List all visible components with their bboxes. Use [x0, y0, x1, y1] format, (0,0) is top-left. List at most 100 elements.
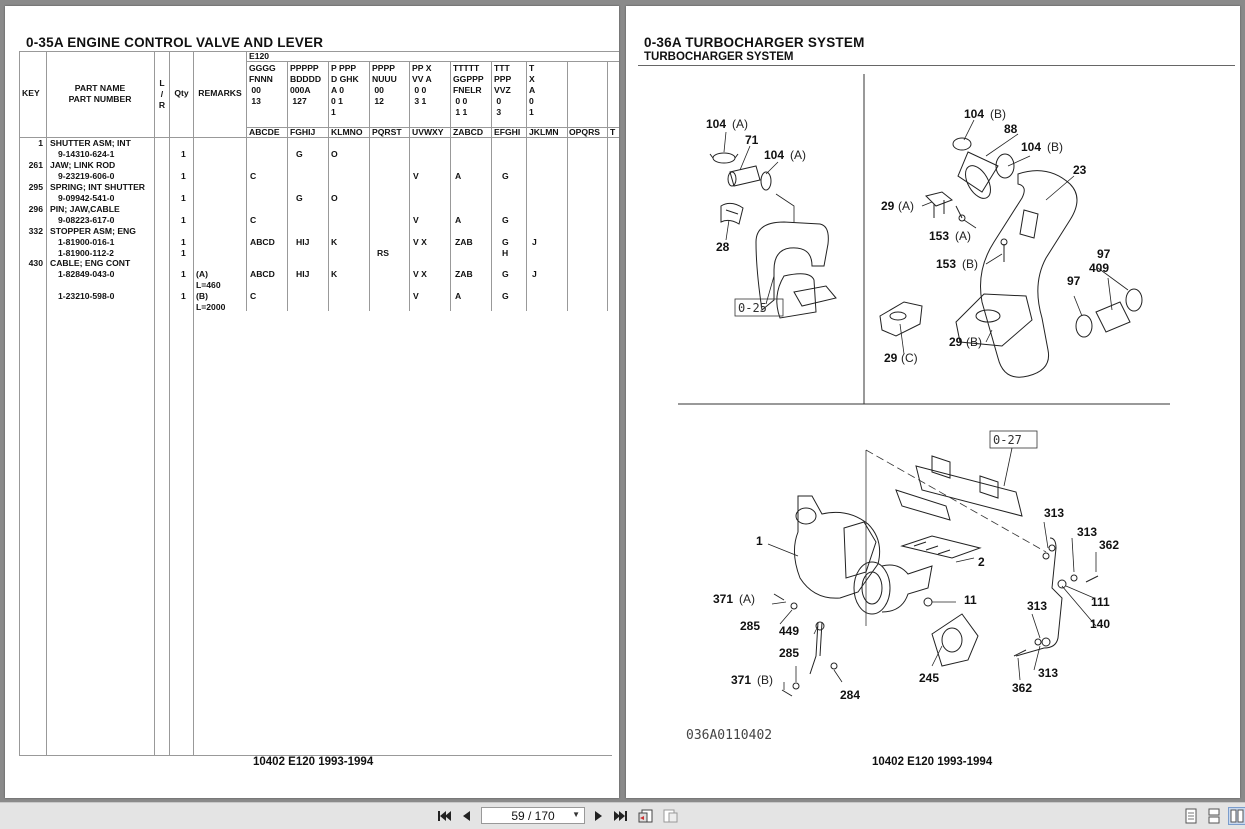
header-part-number: PART NUMBER [68, 94, 132, 104]
first-page-button[interactable] [436, 808, 452, 824]
forward-view-button[interactable] [662, 808, 678, 824]
table-cell-key: 1 [38, 138, 43, 148]
chevron-down-icon[interactable]: ▼ [572, 810, 580, 819]
table-cell-code: HIJ [296, 237, 310, 247]
callout-104: 104 [964, 107, 984, 121]
table-cell-code: O [331, 193, 338, 203]
figure-id: 036A0110402 [686, 728, 772, 743]
prev-page-button[interactable] [458, 808, 474, 824]
header-part-name: PART NAME [74, 83, 126, 93]
page-subtitle: TURBOCHARGER SYSTEM [644, 51, 794, 63]
callout-suffix: (C) [901, 351, 918, 365]
code-column-header-line: 0 0 [453, 96, 468, 106]
page-indicator: 59 / 170 [511, 808, 555, 823]
code-column-letters: OPQRS [569, 127, 601, 137]
callout-140: 140 [1090, 617, 1110, 631]
callout-29: 29 [949, 335, 963, 349]
code-column-header-line: A 0 [331, 85, 345, 95]
callout-313: 313 [1077, 525, 1097, 539]
callout-29: 29 [881, 199, 895, 213]
table-cell-part-number: 1-82849-043-0 [58, 269, 115, 279]
callout-449: 449 [779, 624, 799, 638]
table-cell-key: 430 [28, 258, 43, 268]
code-column-header-line: FNNN [249, 74, 273, 84]
callout-104: 104 [706, 117, 726, 131]
continuous-page-icon [1208, 808, 1220, 824]
code-column-header-line: PPPPP [290, 63, 319, 73]
callout-23: 23 [1073, 163, 1087, 177]
turbocharger-assembly-part: 0-27 [767, 430, 1099, 697]
callout-suffix: (B) [990, 107, 1006, 121]
code-column-header-line: VVZ [494, 85, 511, 95]
page-number-field[interactable]: 59 / 170 ▼ [481, 807, 585, 824]
table-cell-part-number: 9-09942-541-0 [58, 193, 115, 203]
callout-97: 97 [1097, 247, 1111, 261]
page-title: 0-35A ENGINE CONTROL VALVE AND LEVER [26, 35, 324, 50]
table-cell-qty: 1 [181, 269, 186, 279]
code-column-header-line: PPP [494, 74, 512, 84]
single-page-view-button[interactable] [1183, 808, 1199, 824]
code-column-header-line: A [529, 85, 536, 95]
callout-88: 88 [1004, 122, 1018, 136]
table-cell-qty: 1 [181, 237, 186, 247]
table-cell-code: ZAB [455, 269, 473, 279]
code-column-header-line: 0 0 [412, 85, 427, 95]
last-page-button[interactable] [613, 808, 629, 824]
callout-29: 29 [884, 351, 898, 365]
table-cell-part-name: PIN; JAW,CABLE [50, 204, 120, 214]
ref-box-0-25: 0-25 [738, 301, 767, 315]
table-cell-code: C [250, 215, 257, 225]
page-title: 0-36A TURBOCHARGER SYSTEM [644, 35, 865, 50]
code-column-header-line: X [529, 74, 535, 84]
table-cell-remarks: (A) [196, 269, 208, 279]
callout-suffix: (A) [898, 199, 914, 213]
code-column-header-line: D GHK [331, 74, 359, 84]
code-column-header-line: 0 [529, 96, 534, 106]
table-cell-part-name: SPRING; INT SHUTTER [50, 182, 146, 192]
continuous-view-button[interactable] [1206, 808, 1222, 824]
callout-284: 284 [840, 688, 860, 702]
code-column-letters: KLMNO [331, 127, 363, 137]
callout-111: 111 [1091, 595, 1110, 609]
code-column-header-line: GGGG [249, 63, 276, 73]
code-column-header-line: FNELR [453, 85, 482, 95]
code-column-letters: ZABCD [453, 127, 484, 137]
code-column-header-line: 1 1 [453, 107, 468, 117]
page-footer: 10402 E120 1993-1994 [253, 756, 374, 768]
table-cell-qty: 1 [181, 248, 186, 258]
next-page-button[interactable] [591, 808, 607, 824]
table-cell-code: G [296, 193, 303, 203]
code-column-header-line: VV A [412, 74, 432, 84]
first-page-icon [438, 811, 451, 821]
callout-71: 71 [745, 133, 759, 147]
table-cell-code: J [532, 269, 537, 279]
single-page-icon [1185, 808, 1197, 824]
code-column-header-line: 00 [249, 85, 261, 95]
code-column-letters: JKLMN [529, 127, 559, 137]
table-cell-code: G [502, 269, 509, 279]
table-cell-code: H [502, 248, 509, 258]
code-column-header-line: BDDDD [290, 74, 322, 84]
code-column-header-line: 00 [372, 85, 384, 95]
code-column-header-line: 000A [290, 85, 311, 95]
callout-362: 362 [1012, 681, 1032, 695]
code-column-letters: PQRST [372, 127, 402, 137]
callout-suffix: (B) [757, 673, 773, 687]
table-cell-part-number: 9-14310-624-1 [58, 149, 115, 159]
code-column-header-line: TTTTT [453, 63, 480, 73]
code-column-letters: EFGHI [494, 127, 521, 137]
forward-view-icon [663, 809, 678, 823]
two-page-view-button[interactable] [1228, 807, 1245, 825]
table-cell-key: 261 [28, 160, 43, 170]
table-cell-code: A [455, 171, 462, 181]
table-cell-code: ZAB [455, 237, 473, 247]
table-cell-code: G [502, 237, 509, 247]
code-column-header-line: GGPPP [453, 74, 484, 84]
table-cell-qty: 1 [181, 291, 186, 301]
back-view-button[interactable] [638, 808, 654, 824]
viewer-toolbar: 59 / 170 ▼ [0, 802, 1245, 829]
next-page-icon [595, 811, 602, 821]
code-column-header-line: T [529, 63, 535, 73]
table-cell-code: C [250, 171, 257, 181]
table-cell-part-number: 1-81900-112-2 [58, 248, 114, 258]
